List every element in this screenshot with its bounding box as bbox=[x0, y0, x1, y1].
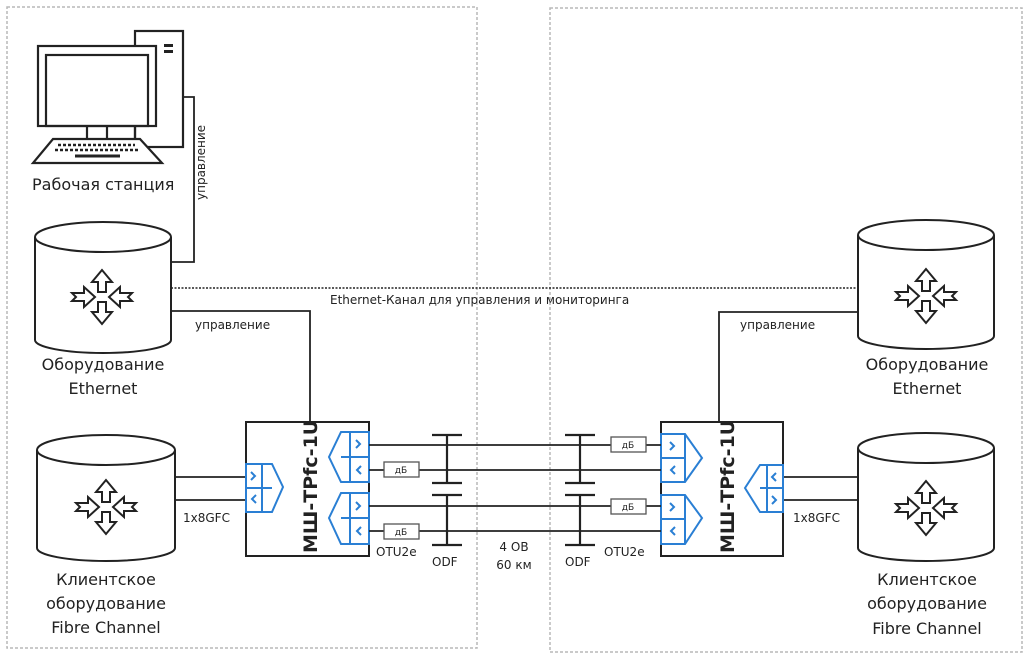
odf-label-b: ODF bbox=[565, 555, 591, 569]
ethernet-equipment-a-label-1: Оборудование bbox=[42, 355, 165, 374]
ethernet-equipment-a bbox=[34, 221, 172, 354]
device-b-line-sfp-2 bbox=[660, 494, 704, 545]
odf-b bbox=[565, 433, 595, 547]
otu2e-label-b: OTU2e bbox=[604, 545, 645, 559]
odf-a bbox=[432, 433, 462, 547]
fiber-distance-label: 60 км bbox=[496, 558, 531, 572]
mgmt-link-b-label: управление bbox=[740, 318, 815, 332]
desktop-computer-icon bbox=[30, 29, 185, 165]
workstation-mgmt-label: управление bbox=[194, 125, 208, 200]
ethernet-equipment-b-label-2: Ethernet bbox=[893, 379, 962, 398]
site-b-boundary bbox=[549, 7, 1023, 653]
attenuator-a-1: дБ bbox=[383, 461, 420, 478]
svg-text:дБ: дБ bbox=[395, 528, 407, 538]
mgmt-link-b bbox=[718, 311, 858, 422]
client-link-b-label: 1x8GFC bbox=[793, 511, 840, 525]
ethernet-equipment-b-label-1: Оборудование bbox=[866, 355, 989, 374]
fc-equipment-b-label-3: Fibre Channel bbox=[872, 619, 981, 638]
svg-text:дБ: дБ bbox=[622, 503, 634, 513]
fc-equipment-a-label-2: оборудование bbox=[46, 594, 166, 613]
device-a-client-sfp bbox=[245, 463, 285, 513]
ethernet-equipment-a-label-2: Ethernet bbox=[69, 379, 138, 398]
fc-equipment-b-label-1: Клиентское bbox=[877, 570, 977, 589]
device-a-line-sfp-2 bbox=[327, 492, 370, 545]
device-a-line-sfp-1 bbox=[327, 431, 370, 483]
svg-text:дБ: дБ bbox=[622, 441, 634, 451]
fc-equipment-a-label-1: Клиентское bbox=[56, 570, 156, 589]
ethernet-equipment-b bbox=[857, 219, 995, 350]
ethernet-mgmt-channel-label: Ethernet-Канал для управления и монитори… bbox=[330, 293, 629, 307]
odf-label-a: ODF bbox=[432, 555, 458, 569]
workstation-mgmt-link bbox=[170, 96, 195, 263]
fc-equipment-a bbox=[36, 434, 176, 562]
fc-equipment-b-label-2: оборудование bbox=[867, 594, 987, 613]
fc-equipment-a-label-3: Fibre Channel bbox=[51, 618, 160, 637]
device-b-client-sfp bbox=[743, 464, 784, 513]
client-link-a bbox=[175, 476, 246, 501]
client-link-a-label: 1x8GFC bbox=[183, 511, 230, 525]
fiber-count-label: 4 ОВ bbox=[499, 540, 528, 554]
device-a-label: МШ-TPfc-1U bbox=[300, 420, 322, 553]
mgmt-link-a bbox=[171, 310, 311, 422]
device-b-line-sfp-1 bbox=[660, 433, 704, 483]
fc-equipment-b bbox=[857, 432, 995, 562]
device-b-label: МШ-TPfc-1U bbox=[717, 420, 739, 553]
client-link-b bbox=[783, 476, 858, 501]
mgmt-link-a-label: управление bbox=[195, 318, 270, 332]
site-a-boundary bbox=[6, 6, 478, 649]
fiber-lines bbox=[369, 444, 661, 532]
svg-text:дБ: дБ bbox=[395, 466, 407, 476]
attenuator-b-1: дБ bbox=[610, 436, 647, 453]
attenuator-b-2: дБ bbox=[610, 498, 647, 515]
otu2e-label-a: OTU2e bbox=[376, 545, 417, 559]
attenuator-a-2: дБ bbox=[383, 523, 420, 540]
workstation-label: Рабочая станция bbox=[32, 175, 174, 194]
